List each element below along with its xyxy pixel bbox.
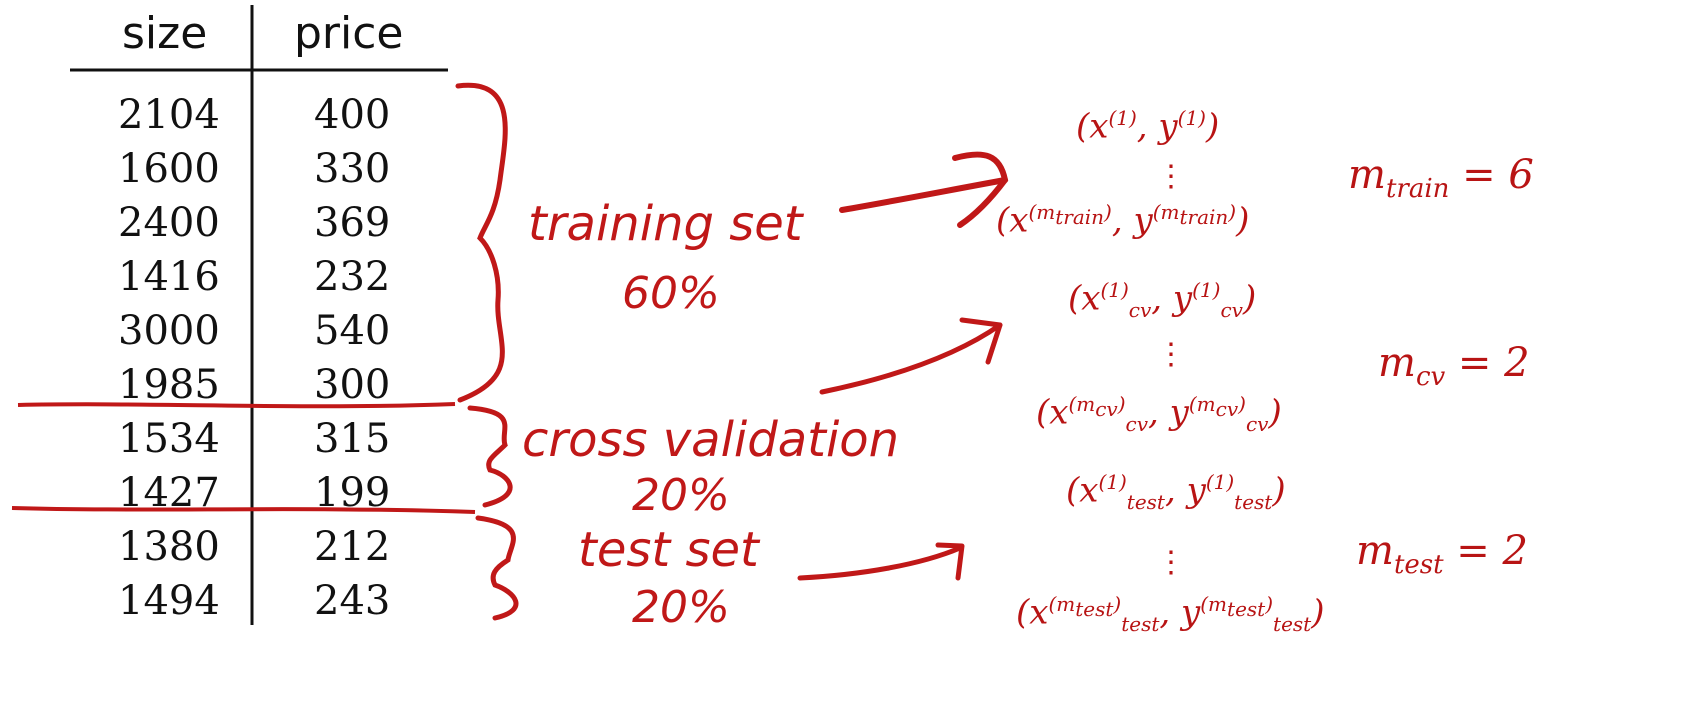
cell-price: 369 bbox=[314, 200, 391, 246]
arrow-train-head bbox=[952, 151, 1009, 228]
cell-price: 243 bbox=[314, 578, 391, 624]
cell-size: 1494 bbox=[118, 578, 220, 624]
cv-first-example: (x(1)cv, y(1)cv) bbox=[1068, 278, 1257, 323]
brace-test bbox=[475, 515, 519, 621]
cell-size: 1985 bbox=[118, 362, 220, 408]
cv-last-example: (x(mcv)cv, y(mcv)cv) bbox=[1036, 392, 1282, 437]
cell-size: 2400 bbox=[118, 200, 220, 246]
cell-price: 315 bbox=[314, 416, 391, 462]
cell-size: 2104 bbox=[118, 92, 220, 138]
cell-price: 330 bbox=[314, 146, 391, 192]
train-vdots: ⋮ bbox=[1156, 159, 1186, 194]
cell-size: 1416 bbox=[118, 254, 220, 300]
cell-price: 300 bbox=[314, 362, 391, 408]
arrow-cv-head bbox=[959, 317, 1003, 365]
cell-price: 400 bbox=[314, 92, 391, 138]
cell-price: 540 bbox=[314, 308, 391, 354]
arrow-train bbox=[839, 177, 1008, 213]
cell-size: 3000 bbox=[118, 308, 220, 354]
percent-test: 20% bbox=[632, 582, 730, 633]
brace-train bbox=[455, 82, 508, 403]
cell-size: 1534 bbox=[118, 416, 220, 462]
train-count: mtrain = 6 bbox=[1348, 152, 1534, 204]
percent-cv: 20% bbox=[632, 470, 730, 521]
header-size: size bbox=[122, 8, 208, 59]
cell-price: 232 bbox=[314, 254, 391, 300]
cell-size: 1600 bbox=[118, 146, 220, 192]
label-test-set: test set bbox=[578, 522, 759, 578]
label-training-set: training set bbox=[528, 196, 803, 252]
cell-price: 212 bbox=[314, 524, 391, 570]
brace-cv bbox=[467, 405, 513, 508]
arrow-test-head bbox=[935, 542, 965, 581]
test-last-example: (x(mtest)test, y(mtest)test) bbox=[1016, 592, 1325, 637]
arrow-test bbox=[797, 545, 963, 581]
cv-vdots: ⋮ bbox=[1156, 337, 1186, 372]
cv-count: mcv = 2 bbox=[1378, 340, 1530, 392]
header-price: price bbox=[294, 8, 404, 59]
split-line-train-cv bbox=[17, 402, 456, 409]
percent-training: 60% bbox=[622, 268, 720, 319]
train-last-example: (x(mtrain), y(mtrain)) bbox=[996, 200, 1250, 241]
test-first-example: (x(1)test, y(1)test) bbox=[1066, 470, 1286, 515]
arrow-cv bbox=[819, 322, 1003, 395]
split-line-cv-test bbox=[11, 506, 476, 514]
test-vdots: ⋮ bbox=[1156, 545, 1186, 580]
train-first-example: (x(1), y(1)) bbox=[1076, 106, 1220, 147]
cell-size: 1380 bbox=[118, 524, 220, 570]
label-cross-validation: cross validation bbox=[522, 412, 900, 468]
test-count: mtest = 2 bbox=[1356, 528, 1528, 580]
